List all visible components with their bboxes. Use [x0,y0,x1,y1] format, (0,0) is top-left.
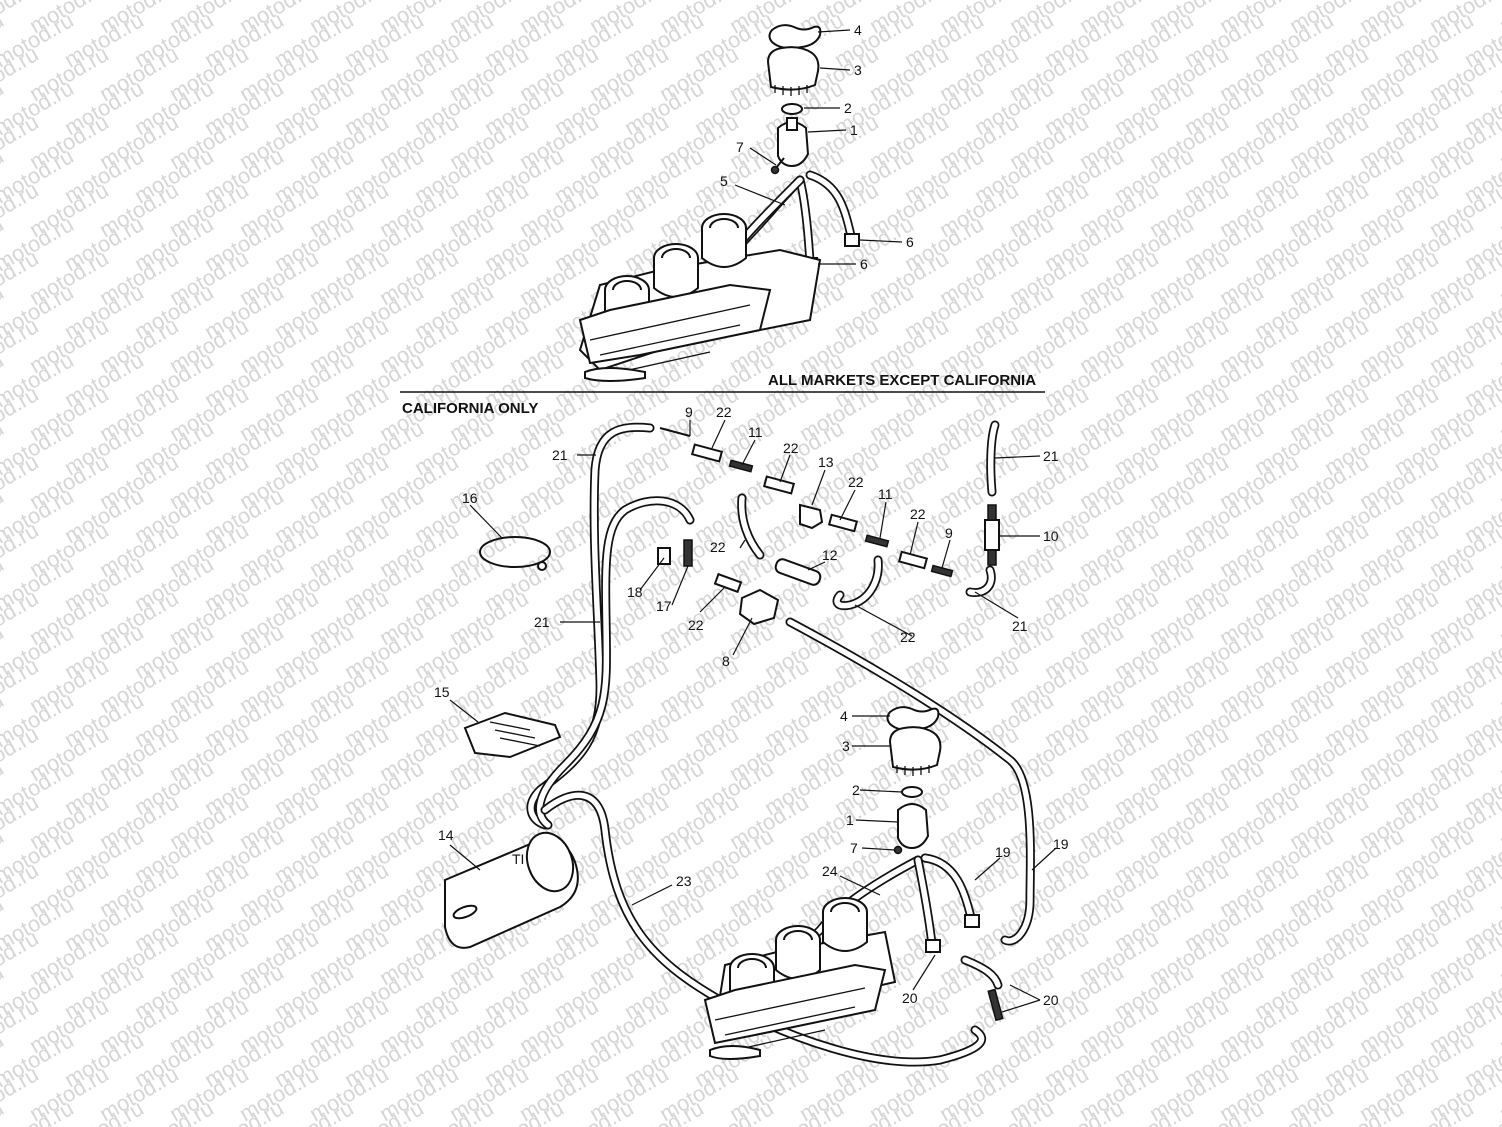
callout-upper-3: 3 [854,62,862,78]
callout-lower-23: 23 [676,873,692,889]
callout-upper-6a: 6 [906,234,914,250]
callout-lower-9b: 9 [945,525,953,541]
cover-lower [888,726,942,771]
callout-lower-4: 4 [840,708,848,724]
callout-lower-22g: 22 [900,629,916,645]
callout-upper-2: 2 [844,100,852,116]
callout-lower-12: 12 [822,547,838,563]
callout-lower-19b: 19 [1053,836,1069,852]
callout-lower-11a: 11 [748,424,763,440]
callout-lower-3: 3 [842,738,850,754]
callout-lower-14: 14 [438,827,454,843]
callout-lower-22e: 22 [710,539,726,555]
callout-upper-6b: 6 [860,256,868,272]
callout-lower-15: 15 [434,684,450,700]
callout-lower-10: 10 [1043,528,1059,544]
callout-lower-21d: 21 [534,614,550,630]
watermark-text: motod.ru [1495,0,1502,38]
callout-lower-22b: 22 [783,440,799,456]
callout-upper-4: 4 [854,22,862,38]
callout-lower-21b: 21 [1012,618,1028,634]
callout-lower-22f: 22 [688,617,704,633]
callout-upper-1: 1 [850,122,858,138]
callout-lower-8: 8 [722,653,730,669]
callout-upper-7: 7 [736,139,744,155]
callout-lower-18: 18 [627,584,643,600]
callout-lower-24: 24 [822,863,838,879]
oring-upper [781,103,803,115]
callout-lower-22c: 22 [848,474,864,490]
callout-lower-22a: 22 [716,404,732,420]
callout-lower-7: 7 [850,840,858,856]
section-label-california-only: CALIFORNIA ONLY [402,400,538,417]
oring-lower [901,786,923,798]
callout-upper-5: 5 [720,173,728,189]
callout-lower-9a: 9 [685,404,693,420]
canister-mark: TI [512,851,524,867]
callout-lower-19a: 19 [995,844,1011,860]
section-label-except-california: ALL MARKETS EXCEPT CALIFORNIA [768,372,1036,389]
callout-lower-11b: 11 [878,486,893,502]
cover-upper [766,46,820,91]
callout-lower-13: 13 [818,454,834,470]
callout-lower-20b: 20 [1043,992,1059,1008]
callout-lower-2: 2 [852,782,860,798]
callout-lower-17: 17 [656,598,672,614]
callout-lower-22d: 22 [910,506,926,522]
callout-lower-21a: 21 [1043,448,1059,464]
callout-lower-20a: 20 [902,990,918,1006]
valve-lower [897,803,930,850]
callout-lower-1: 1 [846,812,854,828]
callout-lower-21c: 21 [552,447,568,463]
callout-lower-16: 16 [462,490,478,506]
